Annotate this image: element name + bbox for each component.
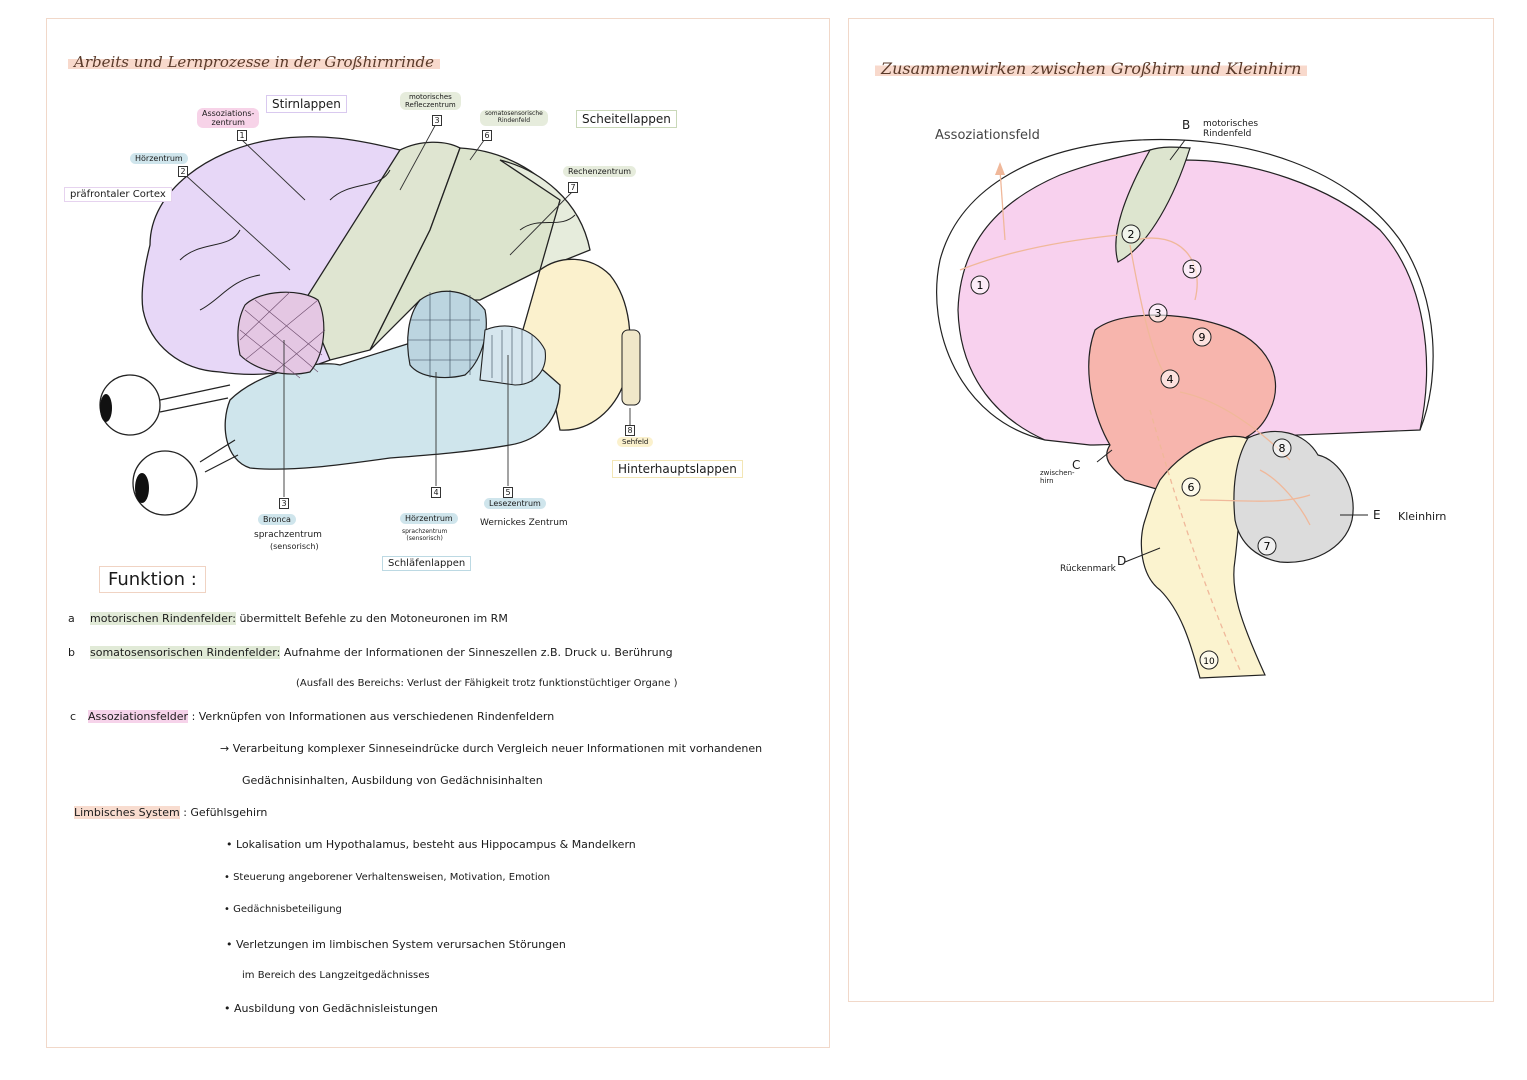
num-4: 4 xyxy=(431,487,441,498)
tag-rechenzentrum: Rechenzentrum xyxy=(563,166,637,178)
fn-c-text3: Gedächnisinhalten, Ausbildung von Gedäch… xyxy=(242,774,543,787)
fn-c-key: Assoziationsfelder xyxy=(88,710,189,723)
circle-marker-5: 5 xyxy=(1182,259,1202,279)
num-8: 8 xyxy=(625,425,635,436)
label-motorisches-rindenfeld: motorisches Rindenfeld xyxy=(1203,119,1259,139)
num-2: 2 xyxy=(178,166,188,177)
eye-icon-lower xyxy=(132,439,239,516)
circle-marker-9: 9 xyxy=(1192,327,1212,347)
eye-icon-upper xyxy=(99,374,231,436)
circle-marker-6: 6 xyxy=(1181,477,1201,497)
function-title: Funktion : xyxy=(99,566,206,593)
circle-marker-label: 4 xyxy=(1167,373,1174,386)
circle-marker-label: 7 xyxy=(1264,540,1271,553)
fn-c-text: : Verknüpfen von Informationen aus versc… xyxy=(191,710,555,723)
wernicke-label: Wernickes Zentrum xyxy=(480,518,568,528)
num-6-top: 6 xyxy=(482,130,492,141)
tag-broca: Bronca xyxy=(258,514,296,526)
auditory-area xyxy=(407,290,487,379)
fn-c-text2: → Verarbeitung komplexer Sinneseindrücke… xyxy=(220,742,763,755)
tag-hoerzentrum-bottom: Hörzentrum xyxy=(400,513,458,525)
tag-motorisches-zentrum: motorisches Refleczentrum xyxy=(400,92,461,111)
circle-marker-label: 6 xyxy=(1188,481,1195,494)
hoerzentrum-sub: sprachzentrum (sensorisch) xyxy=(402,528,448,542)
cerebellum xyxy=(1233,430,1354,563)
circle-marker-label: 1 xyxy=(977,279,984,292)
limbic-text: : Gefühlsgehirn xyxy=(183,806,268,819)
lobe-schlaefenlappen: Schläfenlappen xyxy=(382,556,472,571)
right-page-title: Zusammenwirken zwischen Großhirn und Kle… xyxy=(875,58,1308,79)
label-assoziationsfeld: Assoziationsfeld xyxy=(935,128,1040,143)
arrow-assoziation xyxy=(995,162,1005,175)
circle-marker-label: 10 xyxy=(1203,657,1215,667)
label-d-letter: D xyxy=(1117,554,1127,568)
fn-c-letter: c xyxy=(70,710,77,723)
motor-cortex xyxy=(304,141,461,361)
fn-b-text2: (Ausfall des Bereichs: Verlust der Fähig… xyxy=(296,678,678,689)
tag-sehfeld: Sehfeld xyxy=(617,437,654,448)
label-e-letter: E xyxy=(1373,508,1381,522)
tag-somatosensorisches-feld: somatosensorische Rindenfeld xyxy=(480,110,548,126)
num-1: 1 xyxy=(237,130,247,141)
circle-marker-label: 3 xyxy=(1155,307,1162,320)
label-c-letter: C xyxy=(1072,458,1081,472)
circle-marker-1: 1 xyxy=(970,275,990,295)
circle-marker-2: 2 xyxy=(1121,224,1141,244)
tag-praefrontaler-cortex: präfrontaler Cortex xyxy=(64,187,172,202)
circle-marker-4: 4 xyxy=(1160,369,1180,389)
parietal-lobe xyxy=(499,159,591,272)
circle-marker-8: 8 xyxy=(1272,438,1292,458)
reading-area xyxy=(479,325,546,386)
circle-marker-3: 3 xyxy=(1148,303,1168,323)
auditory-hatch xyxy=(408,290,486,378)
fn-a-letter: a xyxy=(68,612,75,625)
num-7: 7 xyxy=(568,182,578,193)
circle-marker-label: 8 xyxy=(1279,442,1286,455)
num-3-top: 3 xyxy=(432,115,442,126)
label-kleinhirn: Kleinhirn xyxy=(1398,510,1447,523)
limbic-bullet-4: • Verletzungen im limbischen System veru… xyxy=(226,938,566,951)
left-page-title: Arbeits und Lernprozesse in der Großhirn… xyxy=(68,52,440,72)
reading-hatch xyxy=(491,328,533,384)
fn-b-text: Aufnahme der Informationen der Sinneszel… xyxy=(283,646,673,659)
sulci xyxy=(179,169,576,311)
num-5: 5 xyxy=(503,487,513,498)
label-rueckenmark: Rückenmark xyxy=(1060,564,1116,574)
fn-a-text: übermittelt Befehle zu den Motoneuronen … xyxy=(239,612,508,625)
limbic-bullet-1: • Lokalisation um Hypothalamus, besteht … xyxy=(226,838,636,851)
lobe-scheitellappen: Scheitellappen xyxy=(576,110,677,128)
label-zwischenhirn: zwischen- hirn xyxy=(1040,469,1075,485)
limbic-key: Limbisches System xyxy=(74,806,180,819)
tag-hoerzentrum-top: Hörzentrum xyxy=(130,153,188,165)
label-ticks xyxy=(1096,139,1368,563)
broca-sub: sprachzentrum xyxy=(254,530,322,540)
num-broca: 3 xyxy=(279,498,289,509)
fn-b-key: somatosensorischen Rindenfelder: xyxy=(90,646,281,659)
limbic-bullet-3: • Gedächnisbeteiligung xyxy=(224,904,342,915)
circle-marker-10: 10 xyxy=(1199,650,1219,670)
broca-hatch xyxy=(239,291,326,379)
circle-marker-7: 7 xyxy=(1257,536,1277,556)
fn-a-key: motorischen Rindenfelder: xyxy=(90,612,236,625)
broca-sub2: (sensorisch) xyxy=(270,542,319,551)
limbic-bullet-2: • Steuerung angeborener Verhaltensweisen… xyxy=(224,872,551,883)
fn-b-letter: b xyxy=(68,646,75,659)
lobe-stirnlappen: Stirnlappen xyxy=(266,95,347,113)
lobe-hinterhauptslappen: Hinterhauptslappen xyxy=(612,460,743,478)
limbic-bullet-4b: im Bereich des Langzeitgedächnisses xyxy=(242,970,430,981)
tag-lesezentrum: Lesezentrum xyxy=(484,498,546,510)
tag-assoziationszentrum: Assoziations- zentrum xyxy=(197,108,260,129)
circle-marker-label: 2 xyxy=(1128,228,1135,241)
circle-marker-label: 9 xyxy=(1199,331,1206,344)
visual-area xyxy=(621,329,641,406)
leader-lines xyxy=(181,121,631,497)
label-b-letter: B xyxy=(1182,118,1191,132)
limbic-bullet-5: • Ausbildung von Gedächnisleistungen xyxy=(224,1002,438,1015)
circle-marker-label: 5 xyxy=(1189,263,1196,276)
